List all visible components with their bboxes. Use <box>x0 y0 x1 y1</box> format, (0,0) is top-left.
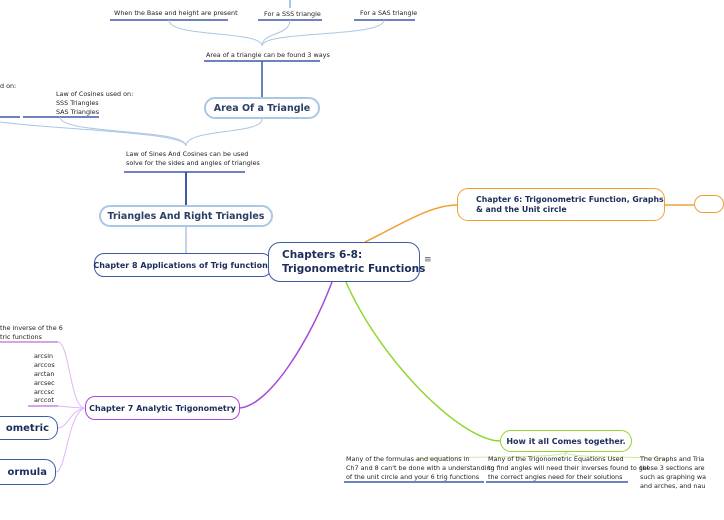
chapter6-label: Chapter 6: Trigonometric Function, Graph… <box>476 194 664 214</box>
area-way-sss: For a SSS triangle <box>264 10 321 18</box>
root-node[interactable]: Chapters 6-8: Trigonometric Functions <box>268 242 425 282</box>
how-note1-line1: Many of the formulas and equations in <box>346 455 470 463</box>
root-title-line2: Trigonometric Functions <box>282 263 426 275</box>
inverse-arcsin: arcsin <box>34 352 54 360</box>
law-of-cosines-title: Law of Cosines used on: <box>56 90 134 98</box>
area-note: Area of a triangle can be found 3 ways <box>206 51 330 59</box>
how-note2-line1: Many of the Trigonometric Equations Used <box>488 455 624 463</box>
inverse-arccot: arccot <box>34 396 54 404</box>
trigonometric-node[interactable]: ometric <box>0 416 58 440</box>
hamburger-icon[interactable]: ≡ <box>424 255 432 265</box>
chapter8-label: Chapter 8 Applications of Trig functions <box>93 260 273 270</box>
triangles-node[interactable]: Triangles And Right Triangles <box>99 205 273 227</box>
formula-label: ormula <box>7 466 47 478</box>
inverse-arctan: arctan <box>34 370 55 378</box>
how-it-comes-together-label: How it all Comes together. <box>506 436 626 446</box>
law-of-cosines-sss: SSS Triangles <box>56 99 99 107</box>
formula-node[interactable]: ormula <box>0 459 56 485</box>
inverse-note-line1: the inverse of the 6 <box>0 324 63 332</box>
law-of-sines-fragment: d on: <box>0 82 17 90</box>
triangles-label: Triangles And Right Triangles <box>107 210 265 222</box>
how-note1-line3: of the unit circle and your 6 trig funct… <box>346 473 480 481</box>
area-way-base-height: When the Base and height are present <box>114 9 238 17</box>
sines-cosines-note-line2: solve for the sides and angles of triang… <box>126 159 260 167</box>
how-note3-line4: and arches, and nau <box>640 482 706 490</box>
inverse-note-line2: tric functions <box>0 333 42 341</box>
how-note3-line3: such as graphing wa <box>640 473 707 481</box>
chapter6-child-node[interactable] <box>694 195 724 213</box>
area-of-triangle-node[interactable]: Area Of a Triangle <box>204 97 320 119</box>
how-note1-line2: Ch7 and 8 can't be done with a understan… <box>346 464 495 472</box>
root-title-line1: Chapters 6-8: <box>282 249 363 261</box>
how-note2-line2: to find angles will need their inverses … <box>488 464 650 472</box>
area-of-triangle-label: Area Of a Triangle <box>213 102 311 114</box>
inverse-arccos: arccos <box>34 361 55 369</box>
chapter7-label: Chapter 7 Analytic Trigonometry <box>89 403 236 413</box>
how-note2-line3: the correct angles need for their soluti… <box>488 473 623 481</box>
chapter6-node[interactable]: Chapter 6: Trigonometric Function, Graph… <box>457 188 665 221</box>
inverse-arcsec: arcsec <box>34 379 55 387</box>
connector-lines <box>0 0 694 483</box>
trigonometric-label: ometric <box>5 422 49 434</box>
chapter8-node[interactable]: Chapter 8 Applications of Trig functions <box>93 253 273 277</box>
how-note3-line2: these 3 sections are <box>640 464 705 472</box>
sines-cosines-note-line1: Law of Sines And Cosines can be used <box>126 150 249 158</box>
how-it-comes-together-node[interactable]: How it all Comes together. <box>500 430 632 452</box>
inverse-arccsc: arccsc <box>34 388 55 396</box>
how-note3-line1: The Graphs and Tria <box>640 455 705 463</box>
mind-map-canvas: When the Base and height are present For… <box>0 0 724 490</box>
area-way-sas: For a SAS triangle <box>360 9 418 17</box>
chapter7-node[interactable]: Chapter 7 Analytic Trigonometry <box>85 396 240 420</box>
law-of-cosines-sas: SAS Triangles <box>56 108 100 116</box>
